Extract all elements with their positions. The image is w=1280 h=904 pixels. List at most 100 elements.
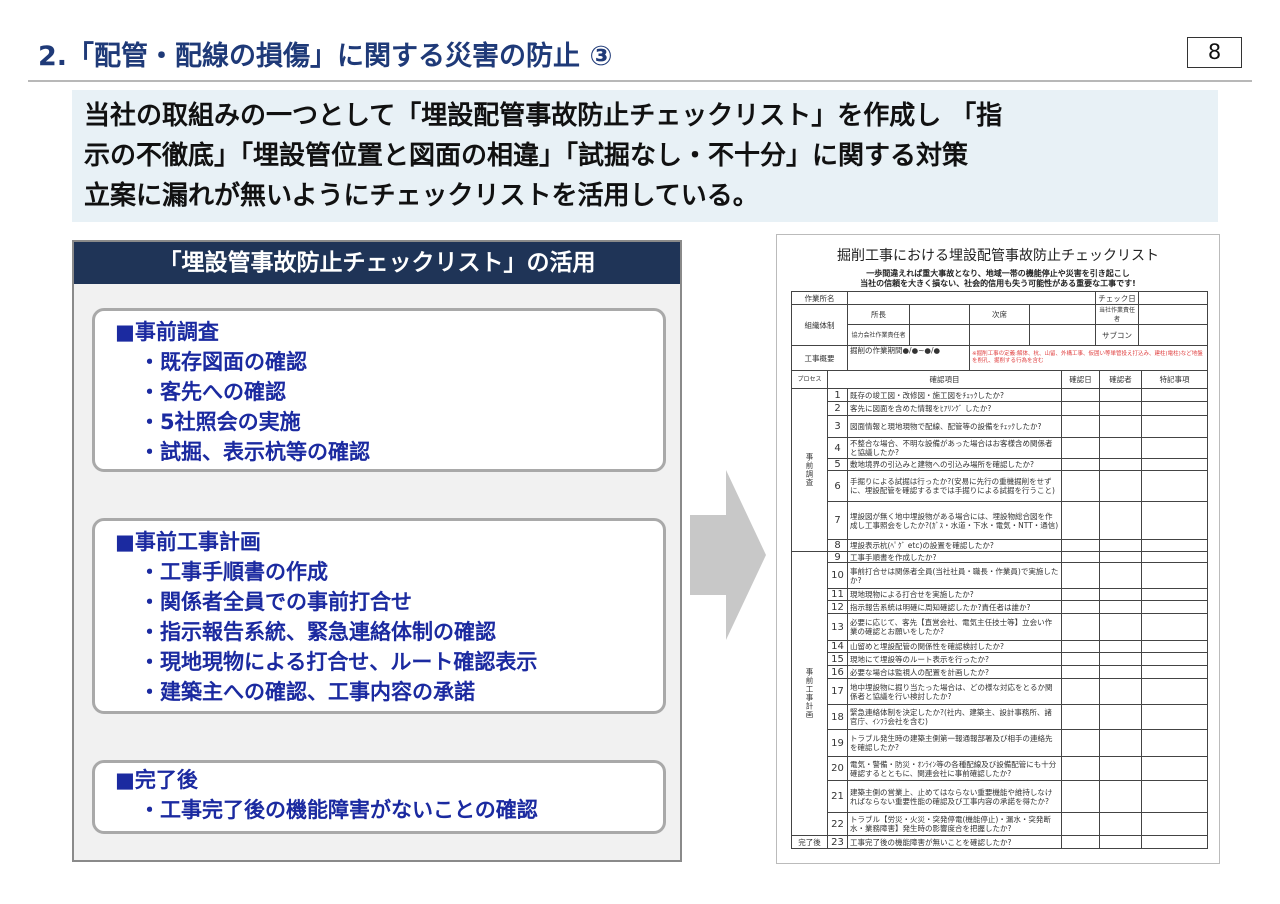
item-number: 19 (827, 729, 848, 757)
checker-cell (1099, 640, 1142, 653)
date-cell (1061, 729, 1100, 757)
item-text: 地中埋設物に掘り当たった場合は、どの様な対応をとるか関係者と協議を行い検討したか… (847, 678, 1062, 705)
summary-box: 当社の取組みの一つとして「埋設配管事故防止チェックリスト」を作成し 「指 示の不… (72, 90, 1218, 222)
notes-cell (1141, 600, 1208, 614)
checker-cell (1099, 501, 1142, 540)
panel-title: 「埋設管事故防止チェックリスト」の活用 (74, 242, 680, 284)
item-text: 山留めと埋設配管の関係性を確認検討したか? (847, 640, 1062, 653)
date-cell (1061, 640, 1100, 653)
item-number: 20 (827, 756, 848, 781)
notes-cell (1141, 401, 1208, 416)
item-number: 12 (827, 600, 848, 614)
excavation-definition: ※掘削工事の定義:解体、杭、山留、外構工事、仮囲い等単管投え打込み、建柱(電柱)… (969, 345, 1208, 371)
item-number: 21 (827, 780, 848, 813)
notes-cell (1141, 756, 1208, 781)
card-item: ・5社照会の実施 (139, 410, 301, 434)
item-number: 3 (827, 415, 848, 438)
notes-cell (1141, 551, 1208, 563)
checker-cell (1099, 470, 1142, 502)
item-text: トラブル【労災・火災・突発停電(機能停止)・漏水・突発断水・業務障害】発生時の影… (847, 812, 1062, 836)
notes-cell (1141, 665, 1208, 679)
date-cell (1061, 551, 1100, 563)
summary-line: 当社の取組みの一つとして「埋設配管事故防止チェックリスト」を作成し 「指 (84, 101, 1003, 131)
date-cell (1061, 415, 1100, 438)
item-text: 必要な場合は監視人の配置を計画したか? (847, 665, 1062, 679)
card-item: ・関係者全員での事前打合せ (139, 590, 412, 614)
checker-cell (1099, 780, 1142, 813)
item-number: 14 (827, 640, 848, 653)
date-cell (1061, 613, 1100, 641)
item-text: 図面情報と現地現物で配線、配管等の設備をﾁｪｯｸしたか? (847, 415, 1062, 438)
date-cell (1061, 562, 1100, 589)
card-item: ・建築主への確認、工事内容の承諾 (139, 680, 475, 704)
date-cell (1061, 665, 1100, 679)
checker-cell (1099, 704, 1142, 730)
notes-cell (1141, 588, 1208, 601)
notes-cell (1141, 437, 1208, 459)
slide-title: 2.「配管・配線の損傷」に関する災害の防止 ③ (38, 41, 613, 72)
notes-cell (1141, 678, 1208, 705)
title-divider (28, 80, 1252, 82)
checker-cell (1099, 665, 1142, 679)
date-cell (1061, 401, 1100, 416)
item-number: 1 (827, 388, 848, 402)
notes-cell (1141, 613, 1208, 641)
checker-cell (1099, 678, 1142, 705)
notes-cell (1141, 652, 1208, 666)
item-text: 必要に応じて、客先【直営会社、電気主任技士等】立会い作業の確認とお願いをしたか? (847, 613, 1062, 641)
date-cell (1061, 756, 1100, 781)
process-group: 完了後 (791, 835, 828, 849)
date-cell (1061, 678, 1100, 705)
item-text: 建築主側の営業上、止めてはならない重要機能や維持しなければならない重要性能の確認… (847, 780, 1062, 813)
date-cell (1061, 600, 1100, 614)
subcon-label: サブコン (1095, 324, 1139, 346)
notes-cell (1141, 458, 1208, 471)
notes-cell (1141, 501, 1208, 540)
deputy-label: 次席 (969, 304, 1030, 325)
item-text: 事前打合せは関係者全員(当社社員・職長・作業員)で実施したか? (847, 562, 1062, 589)
notes-cell (1141, 415, 1208, 438)
notes-cell (1141, 704, 1208, 730)
col-date: 確認日 (1061, 370, 1100, 389)
date-cell (1061, 704, 1100, 730)
col-notes: 特記事項 (1141, 370, 1208, 389)
checklist-image: 掘削工事における埋設配管事故防止チェックリスト 一歩間違えれば重大事故となり、地… (776, 234, 1220, 864)
date-cell (1061, 835, 1100, 849)
checker-cell (1099, 835, 1142, 849)
date-cell (1061, 458, 1100, 471)
date-cell (1061, 652, 1100, 666)
item-text: トラブル発生時の建築主側第一報通報部署及び相手の連絡先を確認したか? (847, 729, 1062, 757)
item-number: 23 (827, 835, 848, 849)
date-cell (1061, 437, 1100, 459)
card-item: ・現地現物による打合せ、ルート確認表示 (139, 650, 538, 674)
item-number: 15 (827, 652, 848, 666)
item-number: 6 (827, 470, 848, 502)
notes-cell (1141, 388, 1208, 402)
checklist-header-table: 作業所名チェック日 組織体制所長次席当社作業責任者 協力会社作業責任者サブコン … (791, 291, 1208, 371)
date-cell (1061, 780, 1100, 813)
card-pre-survey: ■事前調査 ・既存図面の確認 ・客先への確認 ・5社照会の実施 ・試掘、表示杭等… (92, 308, 666, 472)
item-number: 8 (827, 539, 848, 552)
checklist-subtitle: 一歩間違えれば重大事故となり、地域一帯の機能停止や災害を引き起こし (866, 269, 1130, 278)
item-text: 埋設表示杭(ﾍﾟｸﾞ etc)の設置を確認したか? (847, 539, 1062, 552)
notes-cell (1141, 539, 1208, 552)
checker-cell (1099, 437, 1142, 459)
item-number: 7 (827, 501, 848, 540)
item-text: 客先に図面を含めた情報をﾋｱﾘﾝｸﾞ したか? (847, 401, 1062, 416)
process-group: 事前調査 (791, 388, 828, 552)
item-number: 9 (827, 551, 848, 563)
card-completion: ■完了後 ・工事完了後の機能障害がないことの確認 (92, 760, 666, 834)
